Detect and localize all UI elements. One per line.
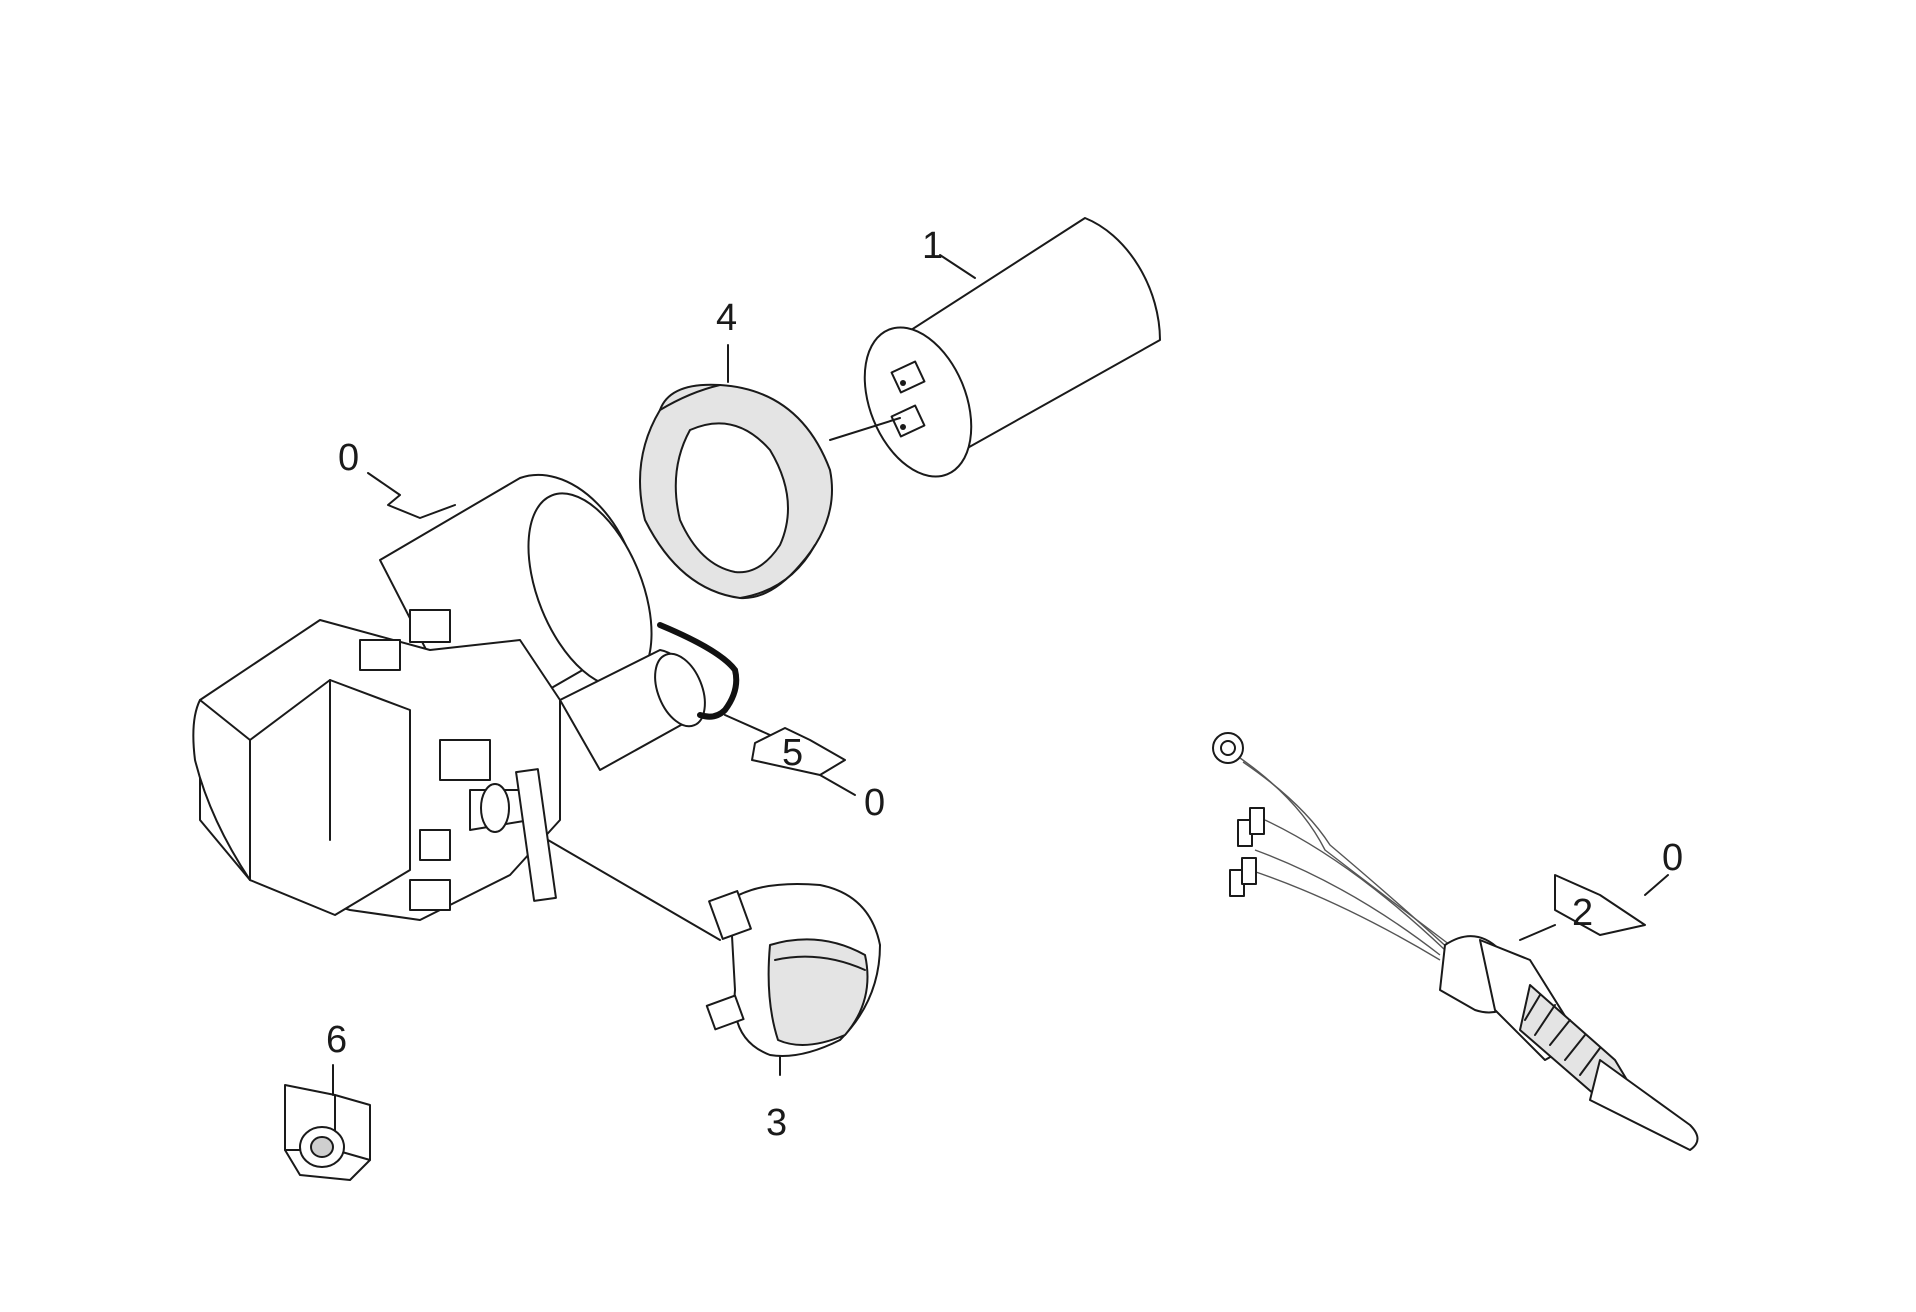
knob-switch-part	[705, 883, 881, 1076]
callout-label-4: 4	[716, 297, 737, 339]
capacitor-part	[829, 217, 1161, 478]
leader-bracket-0-top	[367, 472, 456, 519]
cable-harness-part	[1212, 732, 1699, 1151]
callout-label-0-right: 0	[1662, 837, 1683, 879]
leader-line-1	[939, 254, 976, 279]
callout-label-5: 5	[782, 732, 803, 774]
callout-label-6: 6	[326, 1019, 347, 1061]
callout-label-2: 2	[1572, 892, 1593, 934]
callout-label-3: 3	[766, 1102, 787, 1144]
callout-label-0-top: 0	[338, 437, 359, 479]
callout-label-1: 1	[922, 225, 943, 267]
clamp-ring-part	[639, 344, 833, 600]
motor-assembly	[192, 473, 771, 941]
callout-label-0-mid: 0	[864, 782, 885, 824]
bushing-part	[284, 1064, 371, 1181]
